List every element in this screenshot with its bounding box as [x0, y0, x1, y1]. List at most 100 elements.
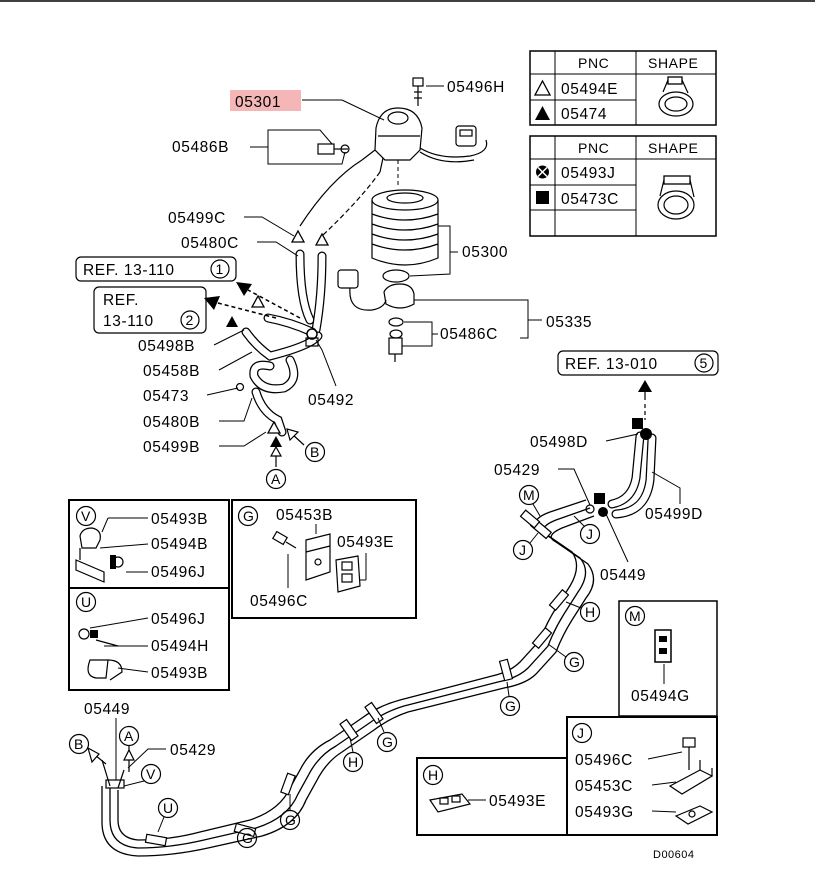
highlighted-part[interactable]: 05301	[230, 90, 301, 111]
label-05458B[interactable]: 05458B	[143, 363, 200, 380]
callout-B-lower[interactable]: B	[68, 733, 107, 765]
detail-M-letter: M	[629, 608, 641, 624]
svg-text:A: A	[271, 471, 281, 487]
label-05486C[interactable]: 05486C	[440, 326, 498, 343]
table1-row-2: 05474	[561, 106, 607, 123]
hose-clamp-shape-icon	[658, 76, 694, 117]
detail-box-M: M 05494G	[618, 600, 718, 717]
band-clamp-shape-icon	[657, 175, 695, 220]
multi-clip-icon	[654, 629, 672, 663]
callout-G-line-1[interactable]: G	[547, 643, 585, 673]
cross-circle-icon	[536, 165, 549, 179]
callout-H-line-2[interactable]: H	[342, 737, 364, 773]
detail-M-part-1[interactable]: 05494G	[631, 688, 690, 705]
label-05480B[interactable]: 05480B	[143, 414, 200, 431]
detail-G-part-2[interactable]: 05493E	[337, 534, 394, 551]
svg-text:B: B	[74, 736, 84, 752]
ref2-line1: REF.	[103, 292, 139, 309]
label-05486B[interactable]: 05486B	[172, 139, 229, 156]
label-05300[interactable]: 05300	[462, 244, 508, 261]
bolt-icon	[271, 530, 297, 549]
callout-A-lower[interactable]: A	[118, 725, 140, 773]
callout-U-line[interactable]: U	[157, 797, 179, 833]
callout-J-line-1[interactable]: J	[512, 532, 539, 561]
callout-G-line-3[interactable]: G	[376, 717, 398, 753]
ref3-number: 5	[700, 355, 708, 371]
svg-text:B: B	[310, 444, 320, 460]
detail-box-H: H 05493E	[416, 757, 568, 836]
detail-G-part-1[interactable]: 05453B	[276, 507, 333, 524]
detail-J-part-2[interactable]: 05453C	[575, 778, 633, 795]
callout-J-line-2[interactable]: J	[573, 515, 601, 545]
bracket-clip-icon	[75, 527, 124, 583]
detail-G-part-3[interactable]: 05496C	[250, 593, 308, 610]
callout-V-line[interactable]: V	[123, 763, 162, 787]
ref1-text: REF. 13-110	[83, 262, 175, 279]
bolt-J-icon	[682, 737, 696, 770]
callout-G-line-2[interactable]: G	[499, 681, 521, 717]
callout-G-line-5[interactable]: G	[236, 827, 258, 849]
label-05492[interactable]: 05492	[308, 392, 354, 409]
table2-row-1: 05493J	[561, 165, 615, 182]
detail-V-letter: V	[81, 508, 91, 524]
ref-13-110-1[interactable]: REF. 13-110 1	[75, 256, 237, 282]
detail-U-part-3[interactable]: 05493B	[151, 665, 208, 682]
detail-J-part-1[interactable]: 05496C	[575, 752, 633, 769]
ref-13-110-2[interactable]: REF. 13-110 2	[93, 286, 207, 334]
label-05499B[interactable]: 05499B	[143, 439, 200, 456]
double-clip-icon	[428, 793, 472, 813]
detail-box-J: J 05496C 05453C 05493G	[566, 716, 718, 836]
label-05301[interactable]: 05301	[235, 94, 281, 111]
detail-box-G: G 05453B 05493E 05496C	[231, 499, 417, 619]
label-05496H[interactable]: 05496H	[447, 79, 505, 96]
ref2-line2: 13-110	[103, 313, 154, 330]
detail-G-letter: G	[243, 508, 255, 524]
label-05498B[interactable]: 05498B	[138, 338, 195, 355]
return-hose-right	[585, 380, 657, 519]
bracket-J-icon	[668, 760, 714, 795]
detail-J-part-3[interactable]: 05493G	[575, 804, 634, 821]
clip-G-icon	[335, 555, 361, 593]
detail-V-part-1[interactable]: 05493B	[151, 511, 208, 528]
svg-text:J: J	[519, 542, 527, 558]
label-05499D[interactable]: 05499D	[645, 506, 703, 523]
label-05480C[interactable]: 05480C	[181, 235, 239, 252]
label-05498D[interactable]: 05498D	[530, 434, 588, 451]
svg-text:G: G	[569, 654, 581, 670]
fuel-filter-assembly	[317, 77, 488, 362]
callout-B-upper[interactable]: B	[304, 441, 326, 463]
filled-triangle-icon	[535, 106, 550, 120]
svg-text:H: H	[348, 754, 359, 770]
main-fuel-lines	[101, 499, 595, 857]
svg-text:U: U	[163, 800, 174, 816]
ref-13-010-5[interactable]: REF. 13-010 5	[557, 350, 719, 376]
label-05449-lower[interactable]: 05449	[84, 701, 130, 718]
label-05429-lower[interactable]: 05429	[170, 742, 216, 759]
highlight-box	[230, 90, 301, 111]
table1-header-pnc: PNC	[578, 55, 609, 71]
svg-text:G: G	[242, 830, 254, 846]
callout-M-line[interactable]: M	[518, 484, 541, 517]
detail-U-part-2[interactable]: 05494H	[151, 638, 209, 655]
detail-box-V-U: V 05493B 05494B 05496J U 05496J 05494H 0…	[68, 499, 230, 691]
callout-A-upper[interactable]: A	[265, 468, 287, 490]
label-05335[interactable]: 05335	[546, 314, 592, 331]
svg-text:G: G	[285, 812, 297, 828]
table2-row-2: 05473C	[561, 191, 619, 208]
u-clip-icon	[78, 628, 123, 681]
callout-G-line-4[interactable]: G	[279, 794, 301, 831]
detail-V-part-3[interactable]: 05496J	[151, 564, 205, 581]
detail-H-part-1[interactable]: 05493E	[489, 793, 546, 810]
label-05473[interactable]: 05473	[143, 388, 189, 405]
label-05499C[interactable]: 05499C	[168, 210, 226, 227]
detail-U-part-1[interactable]: 05496J	[151, 611, 205, 628]
lower-hoses	[235, 327, 323, 467]
ref3-text: REF. 13-010	[565, 356, 658, 373]
label-05429-upper[interactable]: 05429	[494, 462, 540, 479]
callout-H-line-1[interactable]: H	[565, 601, 601, 623]
label-05449-upper[interactable]: 05449	[600, 567, 646, 584]
ref2-number: 2	[186, 312, 194, 328]
detail-V-part-2[interactable]: 05494B	[151, 536, 208, 553]
open-triangle-icon	[533, 79, 552, 96]
